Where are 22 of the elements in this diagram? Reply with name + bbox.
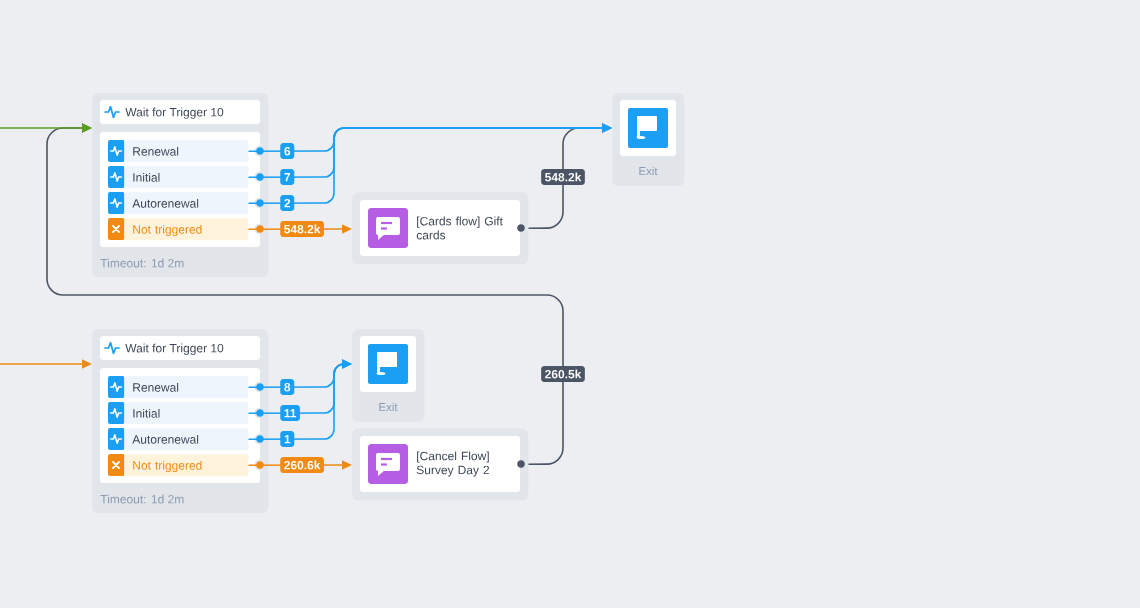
edge-label: 260.5k: [541, 366, 585, 382]
timeout-label: Timeout: 1d 2m: [100, 494, 184, 504]
header-box: Wait for Trigger 10: [100, 336, 260, 360]
option-row: Not triggered: [124, 454, 249, 477]
edge-label: 548.2k: [541, 169, 585, 185]
option-row: Initial: [124, 166, 249, 189]
edge-label: 11: [280, 405, 300, 421]
edge-label: 7: [280, 169, 295, 185]
option-row: Autorenewal: [124, 192, 249, 215]
option-row: Not triggered: [124, 218, 249, 241]
edge-label: 548.2k: [280, 221, 324, 237]
edge-label: 8: [280, 379, 295, 395]
edge-label: 260.6k: [280, 457, 324, 473]
option-row: Initial: [124, 402, 249, 425]
edge-label: 2: [280, 195, 295, 211]
option-row: Renewal: [124, 140, 249, 163]
option-row: Renewal: [124, 376, 249, 399]
edge-label: 6: [280, 143, 295, 159]
edge-label: 1: [280, 431, 295, 447]
timeout-label: Timeout: 1d 2m: [100, 258, 184, 268]
option-row: Autorenewal: [124, 428, 249, 451]
header-box: Wait for Trigger 10: [100, 100, 260, 124]
